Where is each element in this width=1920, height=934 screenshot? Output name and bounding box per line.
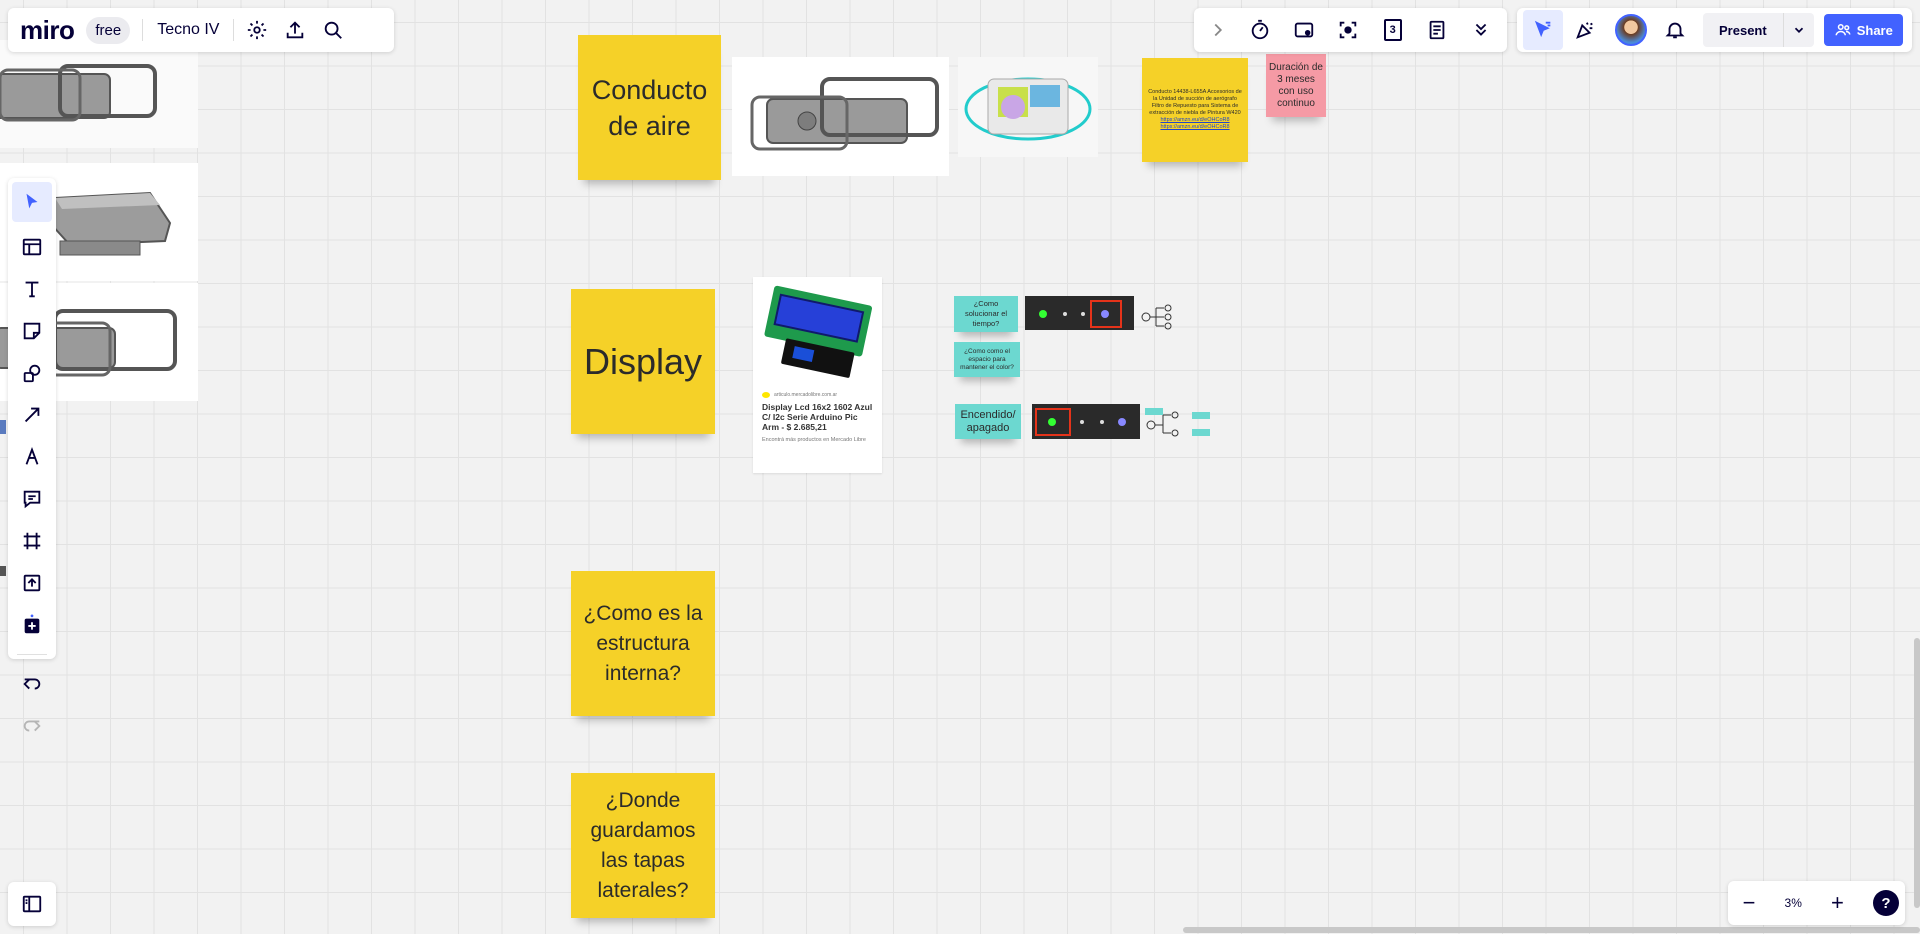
- link-amazon-2[interactable]: https://amzn.eu/d/eOHCoR8: [1160, 124, 1230, 130]
- search-icon[interactable]: [314, 9, 352, 51]
- shapes-icon[interactable]: [11, 352, 53, 394]
- expand-chevron-right-icon[interactable]: [1200, 9, 1236, 51]
- text-tool-icon[interactable]: [11, 268, 53, 310]
- 3d-part-drawing: [750, 77, 939, 151]
- zoom-out-button[interactable]: −: [1742, 890, 1756, 915]
- video-chat-icon[interactable]: [1284, 9, 1324, 51]
- zoom-control: − 3% + ?: [1728, 881, 1905, 925]
- sticky-como-solucionar-tiempo[interactable]: ¿Como solucionar el tiempo?: [954, 296, 1018, 332]
- pen-draw-icon[interactable]: [11, 436, 53, 478]
- sticky-text: Display: [583, 340, 703, 382]
- collaboration-toolbar: 3: [1194, 8, 1507, 52]
- settings-gear-icon[interactable]: [238, 9, 276, 51]
- sticky-text: Encendido/ apagado: [960, 408, 1016, 434]
- sticky-duracion[interactable]: Duración de 3 meses con uso continuo: [1266, 54, 1326, 117]
- upload-icon[interactable]: [11, 562, 53, 604]
- product-subtitle: Encontrá más productos en Mercado Libre: [762, 437, 866, 443]
- horizontal-scrollbar[interactable]: [1183, 927, 1920, 933]
- sticky-como-mantener-color[interactable]: ¿Como como el espacio para mantener el c…: [954, 342, 1020, 377]
- divider: [142, 19, 144, 41]
- creation-toolbar: [8, 178, 56, 732]
- canvas-image-extractor[interactable]: [958, 57, 1098, 157]
- comment-icon[interactable]: [11, 478, 53, 520]
- mercadolibre-logo-icon: [762, 392, 770, 398]
- redo-icon[interactable]: [11, 705, 53, 747]
- sticky-encendido-apagado[interactable]: Encendido/ apagado: [955, 404, 1021, 439]
- product-source: articulo.mercadolibre.com.ar: [774, 392, 838, 398]
- connection-line-arrow-icon[interactable]: [11, 394, 53, 436]
- sticky-estructura-interna[interactable]: ¿Como es la estructura interna?: [571, 571, 715, 716]
- user-avatar[interactable]: [1615, 14, 1647, 46]
- board-panel-toggle[interactable]: [8, 882, 56, 926]
- sticky-text: ¿Como como el espacio para mantener el c…: [960, 347, 1014, 371]
- select-cursor-icon[interactable]: [12, 182, 52, 222]
- sticky-conducto-de-aire[interactable]: Conducto de aire: [578, 35, 721, 180]
- vertical-scrollbar[interactable]: [1914, 638, 1920, 908]
- sticky-text: Conducto de aire: [591, 74, 708, 141]
- sticky-text: ¿Como es la estructura interna?: [583, 601, 703, 685]
- frame-icon[interactable]: [11, 520, 53, 562]
- product-card-display-lcd[interactable]: articulo.mercadolibre.com.ar Display Lcd…: [753, 277, 882, 473]
- export-upload-icon[interactable]: [276, 9, 314, 51]
- link-amazon-1[interactable]: https://amzn.eu/d/eOHCoR8: [1160, 117, 1230, 123]
- product-title: Display Lcd 16x2 1602 Azul C/ I2c Serie …: [762, 402, 873, 432]
- templates-icon[interactable]: [11, 226, 53, 268]
- divider: [233, 19, 235, 41]
- reactions-cursor-icon[interactable]: [1523, 10, 1563, 50]
- sticky-note-icon[interactable]: [11, 310, 53, 352]
- more-tools-chevron-down-icon[interactable]: [1461, 9, 1501, 51]
- notifications-bell-icon[interactable]: [1655, 9, 1695, 51]
- zoom-in-button[interactable]: +: [1831, 890, 1844, 915]
- sticky-display[interactable]: Display: [571, 289, 715, 434]
- mind-map-diagram-1[interactable]: [1140, 302, 1180, 332]
- notes-document-icon[interactable]: [1417, 9, 1457, 51]
- lcd-module-image: [764, 285, 873, 378]
- voting-counter-icon[interactable]: 3: [1373, 9, 1413, 51]
- celebrate-party-icon[interactable]: [1563, 9, 1607, 51]
- timer-icon[interactable]: [1240, 9, 1280, 51]
- present-button[interactable]: Present: [1719, 22, 1767, 38]
- canvas-image-led-strip-2[interactable]: [1032, 404, 1140, 439]
- sidebar-panel-icon: [22, 895, 42, 913]
- undo-icon[interactable]: [11, 663, 53, 705]
- sticky-conducto-descripcion[interactable]: Conducto 14438-L655A Accesorios de la Un…: [1142, 58, 1248, 162]
- share-button-label: Share: [1856, 22, 1893, 38]
- plan-badge[interactable]: free: [86, 16, 131, 44]
- canvas-image-part-top[interactable]: [0, 40, 198, 148]
- miro-logo[interactable]: miro: [20, 14, 75, 45]
- canvas-edge-fragment: [0, 566, 6, 576]
- canvas-edge-fragment: [0, 420, 6, 434]
- led-photo: [1035, 408, 1126, 436]
- board-name[interactable]: Tecno IV: [157, 21, 220, 38]
- sticky-text: ¿Como solucionar el tiempo?: [964, 299, 1008, 328]
- extractor-drawing: [964, 77, 1092, 141]
- mind-map-diagram-2[interactable]: [1143, 405, 1213, 441]
- canvas-image-conducto-part[interactable]: [732, 57, 949, 176]
- present-button-group: Present: [1703, 13, 1814, 47]
- sticky-text: Duración de 3 meses con uso continuo: [1269, 61, 1323, 109]
- canvas-image-led-strip-1[interactable]: [1025, 296, 1134, 330]
- share-button[interactable]: Share: [1823, 14, 1903, 46]
- present-dropdown-chevron-down-icon[interactable]: [1782, 13, 1814, 47]
- led-photo: [1039, 300, 1122, 328]
- more-apps-plus-icon[interactable]: [11, 604, 53, 646]
- attention-focus-icon[interactable]: [1328, 9, 1368, 51]
- sticky-text: Conducto 14438-L655A Accesorios de la Un…: [1148, 89, 1242, 116]
- 3d-part-drawing: [0, 64, 157, 122]
- sticky-text: ¿Donde guardamos las tapas laterales?: [590, 788, 696, 902]
- users-icon: [1835, 24, 1851, 36]
- 3d-part-drawing: [48, 191, 172, 256]
- sticky-tapas-laterales[interactable]: ¿Donde guardamos las tapas laterales?: [571, 773, 715, 918]
- help-button[interactable]: ?: [1872, 890, 1899, 916]
- toolbar-divider: [17, 654, 47, 655]
- board-header-panel: miro free Tecno IV: [8, 8, 394, 52]
- share-panel: Present Share: [1517, 8, 1912, 52]
- zoom-level[interactable]: 3%: [1784, 896, 1802, 910]
